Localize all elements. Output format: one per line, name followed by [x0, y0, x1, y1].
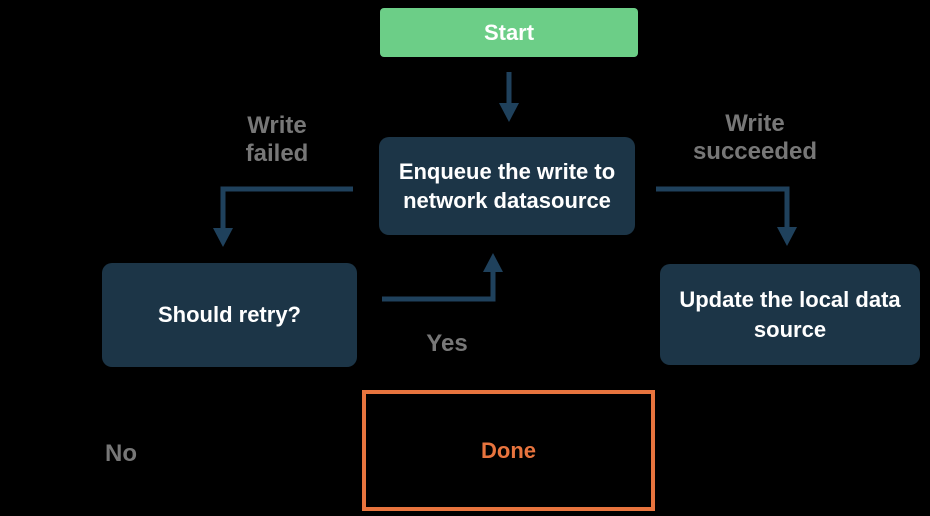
node-start: Start	[380, 8, 638, 57]
edge-label-yes: Yes	[426, 330, 468, 357]
node-should-retry: Should retry?	[102, 263, 357, 367]
arrowhead-up-icon	[483, 253, 503, 272]
arrowhead-down-icon	[499, 103, 519, 122]
arrowhead-down-icon	[213, 228, 233, 247]
arrow-enqueue-to-update	[656, 186, 790, 228]
node-should-retry-label: Should retry?	[157, 302, 301, 328]
node-update-local-source: Update the local data source	[660, 264, 920, 365]
node-update-local-source-label: Update the local data source	[679, 287, 901, 342]
node-enqueue-write-label: Enqueue the write to network datasource	[398, 158, 616, 213]
node-done: Done	[362, 390, 655, 511]
node-done-label: Done	[481, 437, 536, 463]
node-start-label: Start	[483, 19, 535, 45]
edge-label-write-failed: Write failed	[245, 112, 309, 167]
arrow-retry-to-enqueue	[382, 271, 496, 302]
arrowhead-down-icon	[777, 227, 797, 246]
node-enqueue-write: Enqueue the write to network datasource	[379, 137, 635, 235]
arrow-enqueue-to-retry	[220, 186, 353, 229]
edge-label-write-succeeded: Write succeeded	[692, 110, 818, 165]
edge-label-no: No	[105, 440, 137, 467]
